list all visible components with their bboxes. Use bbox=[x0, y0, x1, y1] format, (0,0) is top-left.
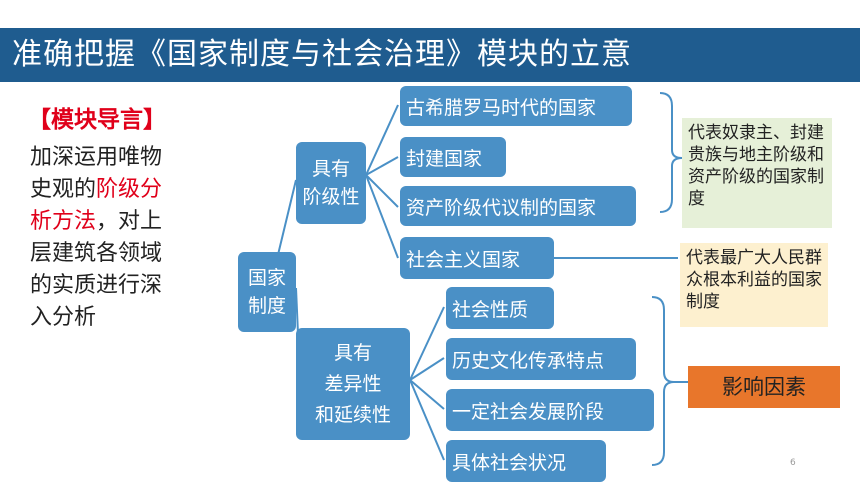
connector-diff-item-3 bbox=[409, 379, 445, 410]
connector-class-item-3 bbox=[365, 174, 399, 208]
class-item-feudal: 封建国家 bbox=[400, 137, 506, 177]
bracket-diff-items bbox=[651, 296, 675, 466]
diff-item-cultural-heritage: 历史文化传承特点 bbox=[446, 338, 636, 380]
page-title: 准确把握《国家制度与社会治理》模块的立意 bbox=[0, 28, 860, 82]
diff-item-social-nature: 社会性质 bbox=[446, 287, 554, 329]
intro-highlight: 析方法 bbox=[30, 209, 97, 234]
connector-diff-item-1 bbox=[409, 306, 445, 381]
intro-line-5: 的实质进行深 bbox=[30, 273, 163, 298]
intro-line-4: 层建筑各领域 bbox=[30, 241, 163, 266]
connector-class-item-1 bbox=[365, 104, 399, 176]
intro-line-3: 析方法，对上 bbox=[30, 209, 163, 234]
intro-highlight: 阶级分 bbox=[96, 177, 163, 202]
connector-diff-item-2 bbox=[409, 357, 445, 381]
diff-item-development-stage: 一定社会发展阶段 bbox=[446, 389, 654, 431]
intro-text: 加深运用唯物 史观的阶级分 析方法，对上 层建筑各领域 的实质进行深 入分析 bbox=[30, 142, 200, 334]
intro-line-1: 加深运用唯物 bbox=[30, 145, 163, 170]
bracket-class-items bbox=[659, 92, 683, 213]
diff-branch-node: 具有差异性和延续性 bbox=[296, 328, 410, 440]
factor-note: 影响因素 bbox=[688, 366, 840, 408]
page-number: 6 bbox=[790, 458, 796, 468]
class-note: 代表奴隶主、封建贵族与地主阶级和资产阶级的国家制度 bbox=[682, 118, 832, 228]
class-branch-node: 具有阶级性 bbox=[296, 142, 366, 224]
connector-class-item-4 bbox=[365, 174, 399, 259]
connector-diff-item-4 bbox=[409, 379, 445, 461]
class-item-bourgeois: 资产阶级代议制的国家 bbox=[400, 186, 636, 226]
root-node: 国家制度 bbox=[238, 252, 296, 332]
connector-class-item-2 bbox=[365, 156, 399, 176]
class-item-greek-roman: 古希腊罗马时代的国家 bbox=[400, 86, 632, 126]
diff-item-social-conditions: 具体社会状况 bbox=[446, 440, 606, 482]
intro-heading: 【模块导言】 bbox=[28, 107, 166, 133]
socialist-note: 代表最广大人民群众根本利益的国家制度 bbox=[680, 243, 828, 327]
intro-line-6: 入分析 bbox=[30, 305, 97, 330]
intro-line-2: 史观的阶级分 bbox=[30, 177, 163, 202]
class-item-socialist: 社会主义国家 bbox=[400, 237, 554, 279]
